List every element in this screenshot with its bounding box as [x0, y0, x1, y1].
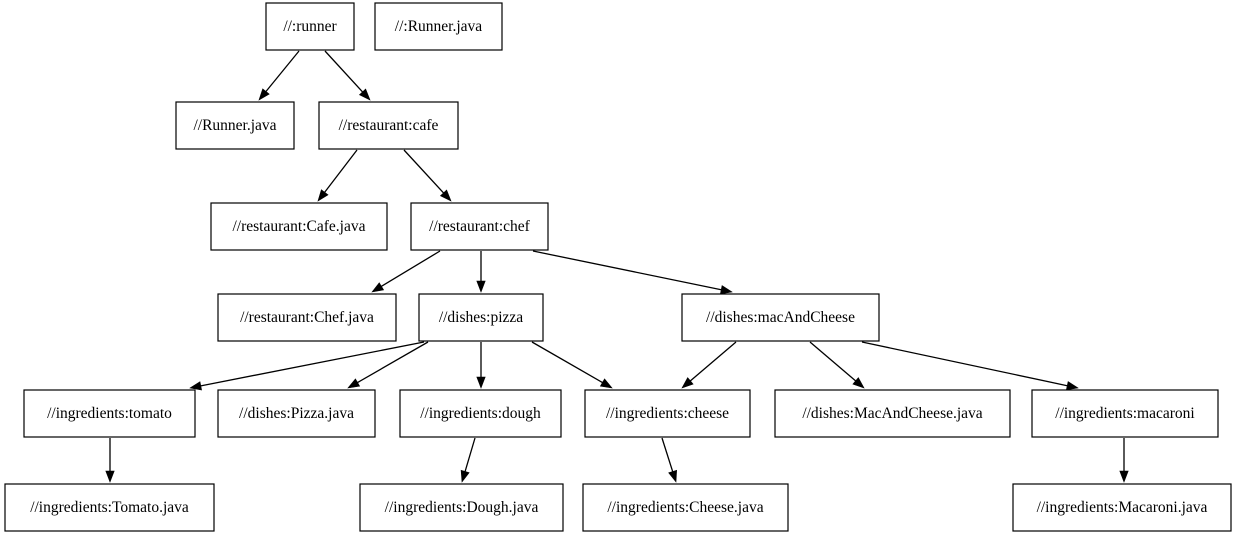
arrowhead-icon: [852, 377, 865, 389]
edge-dishes_pizza-to-ing_tomato: [200, 341, 425, 387]
edge-restaurant_chef-to-chef_java: [381, 250, 441, 287]
node-label: //restaurant:cafe: [339, 117, 439, 134]
graph-node-dishes_pizza[interactable]: //dishes:pizza: [418, 293, 544, 342]
edge-ing_dough-to-dough_java: [464, 437, 476, 472]
node-label: //ingredients:Tomato.java: [30, 499, 189, 516]
edge-dishes_pizza-to-pizza_java: [357, 341, 429, 384]
node-label: //ingredients:tomato: [47, 405, 172, 422]
node-label: //dishes:macAndCheese: [706, 309, 855, 326]
graph-node-cheese_java[interactable]: //ingredients:Cheese.java: [582, 483, 789, 532]
edge-runner-to-runner_java: [265, 50, 300, 92]
graph-node-runner_java_root[interactable]: //:Runner.java: [374, 2, 503, 51]
node-label: //:runner: [283, 18, 337, 35]
node-box: [584, 389, 751, 438]
node-box: [582, 483, 789, 532]
arrowhead-icon: [599, 378, 613, 389]
node-box: [418, 293, 544, 342]
arrowhead-icon: [105, 470, 115, 483]
arrowhead-icon: [258, 88, 270, 101]
graph-node-restaurant_chef[interactable]: //restaurant:chef: [410, 202, 549, 251]
edge-dishes_mac-to-ing_macaroni: [861, 341, 1068, 387]
node-label: //ingredients:macaroni: [1055, 405, 1195, 422]
edge-ing_cheese-to-cheese_java: [661, 437, 674, 472]
arrowhead-icon: [439, 189, 452, 202]
arrowhead-icon: [681, 377, 694, 389]
node-label: //ingredients:Macaroni.java: [1037, 499, 1208, 516]
graph-node-restaurant_cafe[interactable]: //restaurant:cafe: [318, 101, 459, 150]
arrowhead-icon: [317, 189, 329, 202]
arrowhead-icon: [358, 88, 371, 101]
graph-node-chef_java[interactable]: //restaurant:Chef.java: [217, 293, 397, 342]
node-label: //ingredients:Cheese.java: [607, 499, 763, 516]
arrowhead-icon: [1065, 381, 1079, 391]
edge-dishes_pizza-to-ing_cheese: [531, 341, 603, 384]
graph-node-tomato_java[interactable]: //ingredients:Tomato.java: [4, 483, 215, 532]
arrowhead-icon: [476, 280, 486, 293]
graph-node-ing_tomato[interactable]: //ingredients:tomato: [23, 389, 196, 438]
edges-layer: [105, 50, 1129, 483]
node-box: [217, 293, 397, 342]
node-box: [774, 389, 1011, 438]
graph-node-runner_java[interactable]: //Runner.java: [175, 101, 295, 150]
graph-node-ing_dough[interactable]: //ingredients:dough: [399, 389, 562, 438]
edge-dishes_mac-to-mac_java: [809, 341, 857, 382]
graph-node-runner[interactable]: //:runner: [265, 2, 355, 51]
edge-restaurant_cafe-to-cafe_java: [324, 149, 358, 193]
arrowhead-icon: [371, 282, 385, 293]
node-label: //dishes:pizza: [439, 309, 523, 326]
graph-node-dishes_mac[interactable]: //dishes:macAndCheese: [681, 293, 880, 342]
node-box: [318, 101, 459, 150]
node-label: //restaurant:chef: [429, 218, 531, 235]
node-box: [374, 2, 503, 51]
node-box: [23, 389, 196, 438]
arrowhead-icon: [460, 469, 470, 483]
node-label: //:Runner.java: [395, 18, 483, 35]
edge-restaurant_chef-to-dishes_mac: [532, 250, 722, 291]
edge-restaurant_cafe-to-restaurant_chef: [403, 149, 445, 194]
edge-runner-to-restaurant_cafe: [324, 50, 364, 93]
arrowhead-icon: [189, 381, 202, 391]
node-label: //ingredients:dough: [420, 405, 541, 422]
arrowhead-icon: [719, 285, 733, 295]
node-box: [4, 483, 215, 532]
node-label: //dishes:MacAndCheese.java: [802, 405, 982, 422]
arrowhead-icon: [1119, 470, 1129, 483]
node-label: //Runner.java: [193, 117, 276, 134]
graph-node-macaroni_java[interactable]: //ingredients:Macaroni.java: [1012, 483, 1232, 532]
graph-node-pizza_java[interactable]: //dishes:Pizza.java: [217, 389, 376, 438]
node-box: [175, 101, 295, 150]
arrowhead-icon: [668, 469, 677, 483]
node-box: [1012, 483, 1232, 532]
arrowhead-icon: [476, 376, 486, 389]
node-label: //ingredients:cheese: [606, 405, 729, 422]
node-label: //restaurant:Chef.java: [240, 309, 374, 326]
node-box: [410, 202, 549, 251]
graph-node-cafe_java[interactable]: //restaurant:Cafe.java: [210, 202, 388, 251]
node-box: [210, 202, 388, 251]
node-label: //ingredients:Dough.java: [385, 499, 539, 516]
node-box: [217, 389, 376, 438]
nodes-layer: //:runner //:Runner.java //Runner.java //re…: [4, 2, 1232, 532]
node-label: //dishes:Pizza.java: [239, 405, 354, 422]
graph-node-ing_cheese[interactable]: //ingredients:cheese: [584, 389, 751, 438]
node-box: [399, 389, 562, 438]
graph-node-dough_java[interactable]: //ingredients:Dough.java: [359, 483, 564, 532]
node-box: [359, 483, 564, 532]
node-label: //restaurant:Cafe.java: [233, 218, 366, 235]
edge-dishes_mac-to-ing_cheese: [689, 341, 737, 382]
node-box: [681, 293, 880, 342]
node-box: [265, 2, 355, 51]
node-box: [1031, 389, 1219, 438]
graph-node-ing_macaroni[interactable]: //ingredients:macaroni: [1031, 389, 1219, 438]
arrowhead-icon: [347, 378, 361, 389]
graph-node-mac_java[interactable]: //dishes:MacAndCheese.java: [774, 389, 1011, 438]
